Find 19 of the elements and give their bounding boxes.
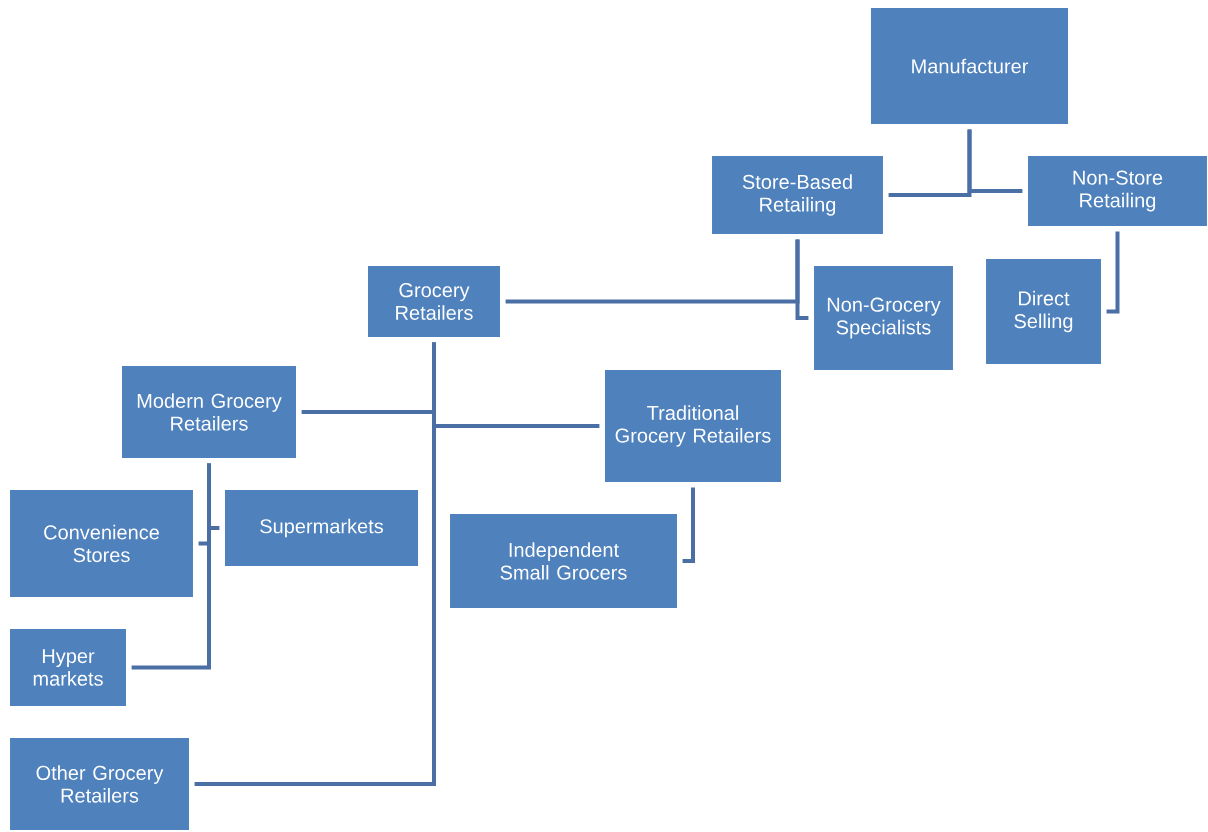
category-box: Modern Grocery Retailers [122, 366, 296, 458]
category-box: Independent Small Grocers [450, 514, 677, 608]
category-box: Manufacturer [870, 8, 1069, 124]
category-box: Supermarkets [225, 490, 419, 566]
connector-line [194, 342, 436, 786]
connector-line [682, 487, 695, 563]
category-box: Direct Selling [986, 258, 1101, 365]
connector-line [795, 239, 809, 320]
category-box: Traditional Grocery Retailers [605, 370, 781, 482]
category-box: Store-Based Retailing [712, 156, 883, 234]
category-box: Convenience Stores [10, 490, 193, 597]
category-box: Other Grocery Retailers [10, 738, 189, 830]
connector-line [131, 463, 211, 670]
connector-line [1106, 231, 1120, 314]
category-box: Hyper markets [10, 628, 126, 707]
category-box: Non-Grocery Specialists [814, 266, 953, 370]
category-box: Non-Store Retailing [1028, 156, 1207, 226]
category-box: Grocery Retailers [368, 266, 500, 337]
connector-line [967, 129, 1023, 193]
